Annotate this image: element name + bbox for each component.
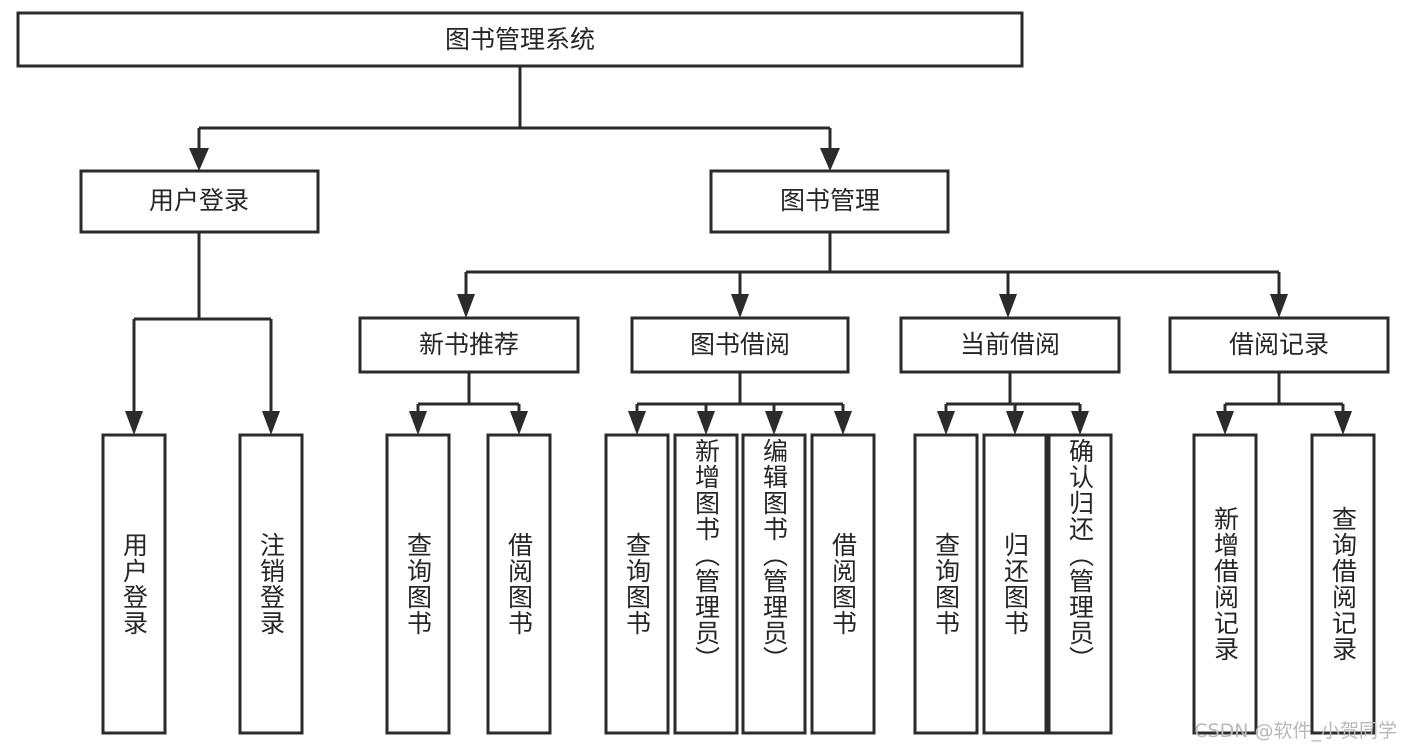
- leaf-label-user-login-2: 注销登录: [256, 532, 286, 636]
- leaf-label-new-book-1: 查询图书: [403, 532, 433, 636]
- arrowhead-book-manage: [820, 148, 840, 171]
- leaf-node-book-borrow-3[interactable]: 编辑图书（管理员）: [741, 433, 807, 735]
- node-root-label: 图书管理系统: [445, 25, 595, 54]
- node-book-manage-label: 图书管理: [780, 186, 880, 215]
- leaf-box-user-login-1[interactable]: [101, 433, 167, 735]
- leaf-node-book-borrow-2[interactable]: 新增图书（管理员）: [673, 433, 739, 735]
- leaf-box-book-borrow-4[interactable]: [810, 433, 876, 735]
- leaf-box-new-book-1[interactable]: [385, 433, 451, 735]
- arrowhead-leaf-nbr-1: [409, 411, 427, 435]
- node-current-borrow-label: 当前借阅: [960, 330, 1060, 359]
- arrowhead-current-borrow: [999, 294, 1017, 318]
- leaf-label-book-borrow-2: 新增图书（管理员）: [691, 438, 721, 672]
- leaf-node-user-login-2[interactable]: 注销登录: [238, 433, 304, 735]
- leaf-node-current-borrow-1[interactable]: 查询图书: [913, 433, 979, 735]
- connector-group-user-login: [125, 232, 280, 435]
- arrowhead-leaf-br-2: [1334, 411, 1352, 435]
- leaf-node-user-login-1[interactable]: 用户登录: [101, 433, 167, 735]
- arrowhead-new-book: [457, 294, 475, 318]
- leaf-label-current-borrow-2: 归还图书: [1000, 532, 1030, 636]
- leaf-label-book-borrow-1: 查询图书: [622, 532, 652, 636]
- node-new-book-recommend-label: 新书推荐: [419, 330, 519, 359]
- leaf-label-new-book-2: 借阅图书: [504, 532, 534, 636]
- connector-group-book-borrow: [628, 372, 852, 435]
- arrowhead-leaf-bb-1: [628, 411, 646, 435]
- node-current-borrow[interactable]: 当前借阅: [899, 316, 1121, 374]
- leaf-box-borrow-record-2[interactable]: [1310, 433, 1376, 735]
- leaf-box-book-borrow-3[interactable]: [741, 433, 807, 735]
- connector-group-borrow-record: [1216, 372, 1352, 435]
- arrowhead-book-borrow: [731, 294, 749, 318]
- arrowhead-user-login: [189, 148, 209, 171]
- leaf-node-book-borrow-1[interactable]: 查询图书: [604, 433, 670, 735]
- leaf-box-user-login-2[interactable]: [238, 433, 304, 735]
- node-book-borrow-label: 图书借阅: [690, 330, 790, 359]
- leaf-box-book-borrow-2[interactable]: [673, 433, 739, 735]
- leaf-node-new-book-1[interactable]: 查询图书: [385, 433, 451, 735]
- leaf-node-borrow-record-2[interactable]: 查询借阅记录: [1310, 433, 1376, 735]
- leaf-box-book-borrow-1[interactable]: [604, 433, 670, 735]
- node-user-login[interactable]: 用户登录: [79, 169, 320, 234]
- arrowhead-borrow-record: [1270, 294, 1288, 318]
- connector-group-book-manage: [457, 232, 1288, 318]
- leaf-label-current-borrow-1: 查询图书: [931, 532, 961, 636]
- leaf-label-book-borrow-4: 借阅图书: [828, 532, 858, 636]
- leaf-label-borrow-record-1: 新增借阅记录: [1210, 506, 1240, 662]
- connector-group-root: [189, 66, 840, 171]
- leaf-box-new-book-2[interactable]: [486, 433, 552, 735]
- leaf-node-book-borrow-4[interactable]: 借阅图书: [810, 433, 876, 735]
- node-user-login-label: 用户登录: [149, 186, 249, 215]
- arrowhead-leaf-bb-3: [765, 411, 783, 435]
- leaf-label-current-borrow-3: 确认归还（管理员）: [1065, 438, 1095, 672]
- node-user-login-box[interactable]: [79, 169, 320, 234]
- arrowhead-leaf-nbr-2: [510, 411, 528, 435]
- arrowhead-leaf-user-login-2: [262, 411, 280, 435]
- arrowhead-leaf-bb-2: [697, 411, 715, 435]
- connector-group-current-borrow: [937, 372, 1089, 435]
- leaf-box-current-borrow-3[interactable]: [1047, 433, 1113, 735]
- leaf-node-current-borrow-2[interactable]: 归还图书: [982, 433, 1048, 735]
- leaf-node-borrow-record-1[interactable]: 新增借阅记录: [1192, 433, 1258, 735]
- leaf-label-user-login-1: 用户登录: [119, 532, 149, 636]
- arrowhead-leaf-bb-4: [834, 411, 852, 435]
- leaf-box-current-borrow-1[interactable]: [913, 433, 979, 735]
- node-book-manage-box[interactable]: [709, 169, 950, 234]
- node-borrow-record[interactable]: 借阅记录: [1168, 316, 1390, 374]
- leaf-node-current-borrow-3[interactable]: 确认归还（管理员）: [1047, 433, 1113, 735]
- node-book-manage[interactable]: 图书管理: [709, 169, 950, 234]
- leaf-label-book-borrow-3: 编辑图书（管理员）: [759, 438, 789, 672]
- node-borrow-record-box[interactable]: [1168, 316, 1390, 374]
- leaf-box-borrow-record-1[interactable]: [1192, 433, 1258, 735]
- node-book-borrow[interactable]: 图书借阅: [630, 316, 850, 374]
- arrowhead-leaf-cb-1: [937, 411, 955, 435]
- node-book-borrow-box[interactable]: [630, 316, 850, 374]
- leaf-box-current-borrow-2[interactable]: [982, 433, 1048, 735]
- node-current-borrow-box[interactable]: [899, 316, 1121, 374]
- node-new-book-recommend[interactable]: 新书推荐: [358, 316, 580, 374]
- connector-group-new-book-recommend: [409, 372, 528, 435]
- arrowhead-leaf-br-1: [1216, 411, 1234, 435]
- leaf-node-new-book-2[interactable]: 借阅图书: [486, 433, 552, 735]
- arrowhead-leaf-cb-3: [1071, 411, 1089, 435]
- node-root[interactable]: 图书管理系统: [16, 11, 1024, 68]
- node-root-box[interactable]: [16, 11, 1024, 68]
- leaf-label-borrow-record-2: 查询借阅记录: [1328, 506, 1358, 662]
- node-new-book-recommend-box[interactable]: [358, 316, 580, 374]
- node-borrow-record-label: 借阅记录: [1229, 330, 1329, 359]
- arrowhead-leaf-user-login-1: [125, 411, 143, 435]
- arrowhead-leaf-cb-2: [1006, 411, 1024, 435]
